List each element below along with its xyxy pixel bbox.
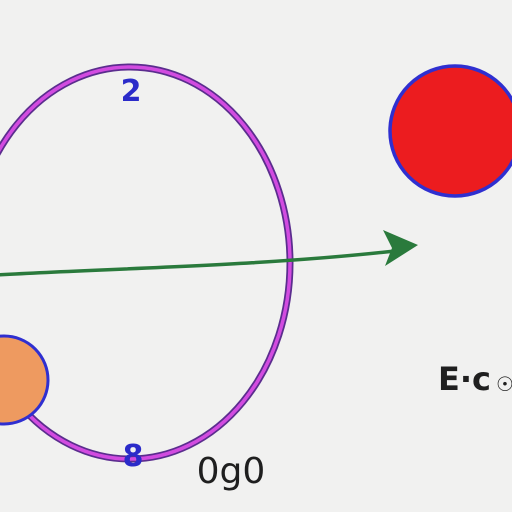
red-body — [390, 66, 512, 196]
orange-body — [0, 336, 48, 424]
orange-circle-icon — [0, 336, 48, 424]
arrow-shaft — [0, 251, 395, 275]
orbit-top-marker: 2 — [121, 74, 142, 109]
bottom-label: 0g0 — [197, 451, 266, 492]
equation-glyph: ☉ — [496, 372, 512, 396]
arrow-head-icon — [383, 230, 418, 266]
orbit-bottom-marker: 8 — [123, 439, 144, 474]
green-arrow — [0, 230, 418, 275]
equation-label: E·c — [438, 360, 491, 398]
red-circle-icon — [390, 66, 512, 196]
